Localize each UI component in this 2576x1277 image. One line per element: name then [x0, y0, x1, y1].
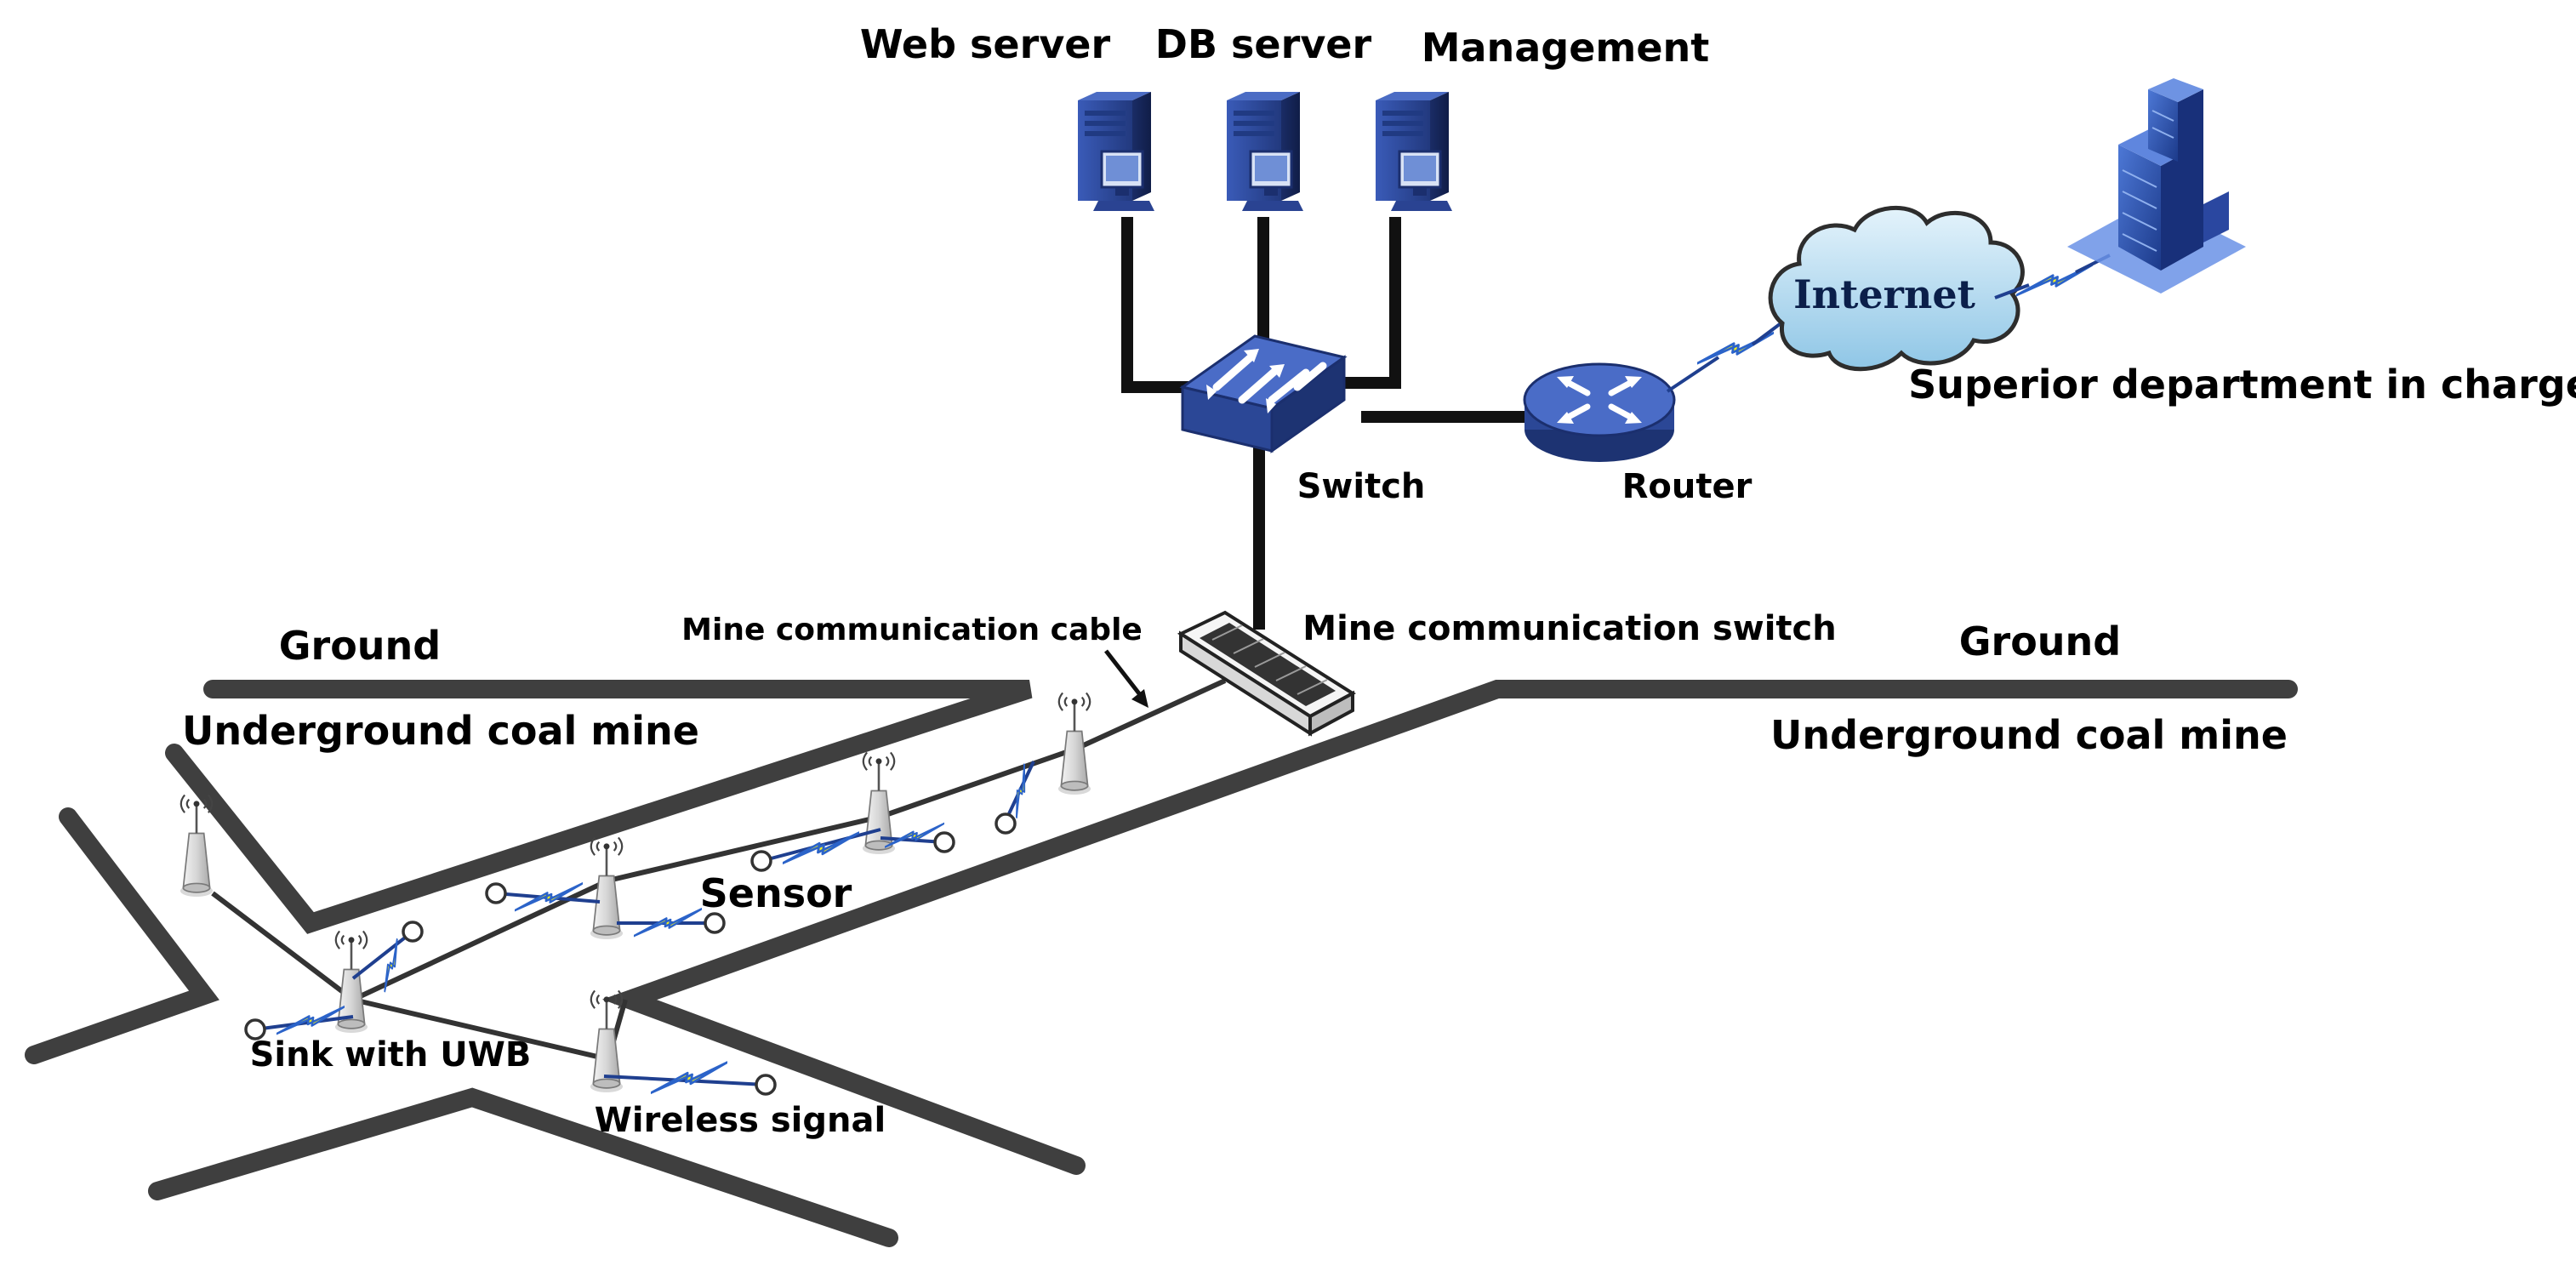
sensor-node-icon[interactable] — [755, 1074, 777, 1096]
db-server-icon[interactable] — [1225, 92, 1305, 213]
sink-label: Sink with UWB — [250, 1035, 532, 1075]
sensor-node-icon[interactable] — [704, 912, 726, 934]
web-server-label: Web server — [860, 21, 1111, 67]
antenna-tower-icon[interactable] — [179, 794, 214, 898]
network-switch-icon[interactable] — [1179, 334, 1348, 453]
sensor-label: Sensor — [700, 870, 852, 916]
mine-switch-label: Mine communication switch — [1302, 609, 1836, 648]
labels: Web server DB server Management Switch R… — [182, 21, 2576, 1140]
mine-tunnels — [25, 680, 2298, 1247]
ground-right-label: Ground — [1959, 619, 2121, 664]
underground-right-label: Underground coal mine — [1770, 712, 2288, 758]
tunnel-bottom — [148, 1087, 898, 1247]
cable-management — [1327, 217, 1401, 389]
sensor-node-icon[interactable] — [244, 1018, 266, 1040]
management-server-icon[interactable] — [1374, 92, 1454, 213]
sensor-node-icon[interactable] — [485, 882, 507, 904]
internet-label: Internet — [1793, 271, 1975, 317]
management-label: Management — [1422, 25, 1710, 71]
superior-department-label: Superior department in charge — [1908, 362, 2576, 408]
db-server-label: DB server — [1155, 21, 1372, 67]
ground-line-left — [165, 680, 1033, 934]
mine-cable-arrow — [1104, 649, 1148, 708]
office-building-icon — [2067, 78, 2246, 294]
mine-cable-chain — [211, 678, 1227, 1062]
sensor-node-icon[interactable] — [402, 921, 424, 943]
underground-left-label: Underground coal mine — [182, 708, 699, 754]
sensor-node-icon[interactable] — [994, 812, 1017, 835]
router-internet-signal — [1666, 317, 1788, 393]
web-server-icon[interactable] — [1076, 92, 1156, 213]
tunnel-far-left — [25, 807, 219, 1064]
mine-switch-icon[interactable] — [1177, 610, 1356, 737]
sensor-node-icon[interactable] — [750, 850, 772, 872]
cable-web-server — [1121, 217, 1191, 393]
lightning-icon — [651, 1061, 727, 1094]
internet-cloud-icon: Internet — [1768, 205, 2025, 372]
backbone-cables — [1121, 217, 1531, 630]
switch-label: Switch — [1297, 467, 1426, 506]
ground-line-right — [601, 680, 2298, 1175]
sensor-node-icon[interactable] — [933, 831, 955, 853]
mine-cable-label: Mine communication cable — [681, 613, 1143, 647]
ground-left-label: Ground — [279, 623, 441, 669]
wireless-label: Wireless signal — [595, 1101, 886, 1140]
router-label: Router — [1622, 467, 1752, 506]
router-icon[interactable] — [1523, 362, 1676, 462]
sensor-nodes — [244, 812, 1017, 1096]
